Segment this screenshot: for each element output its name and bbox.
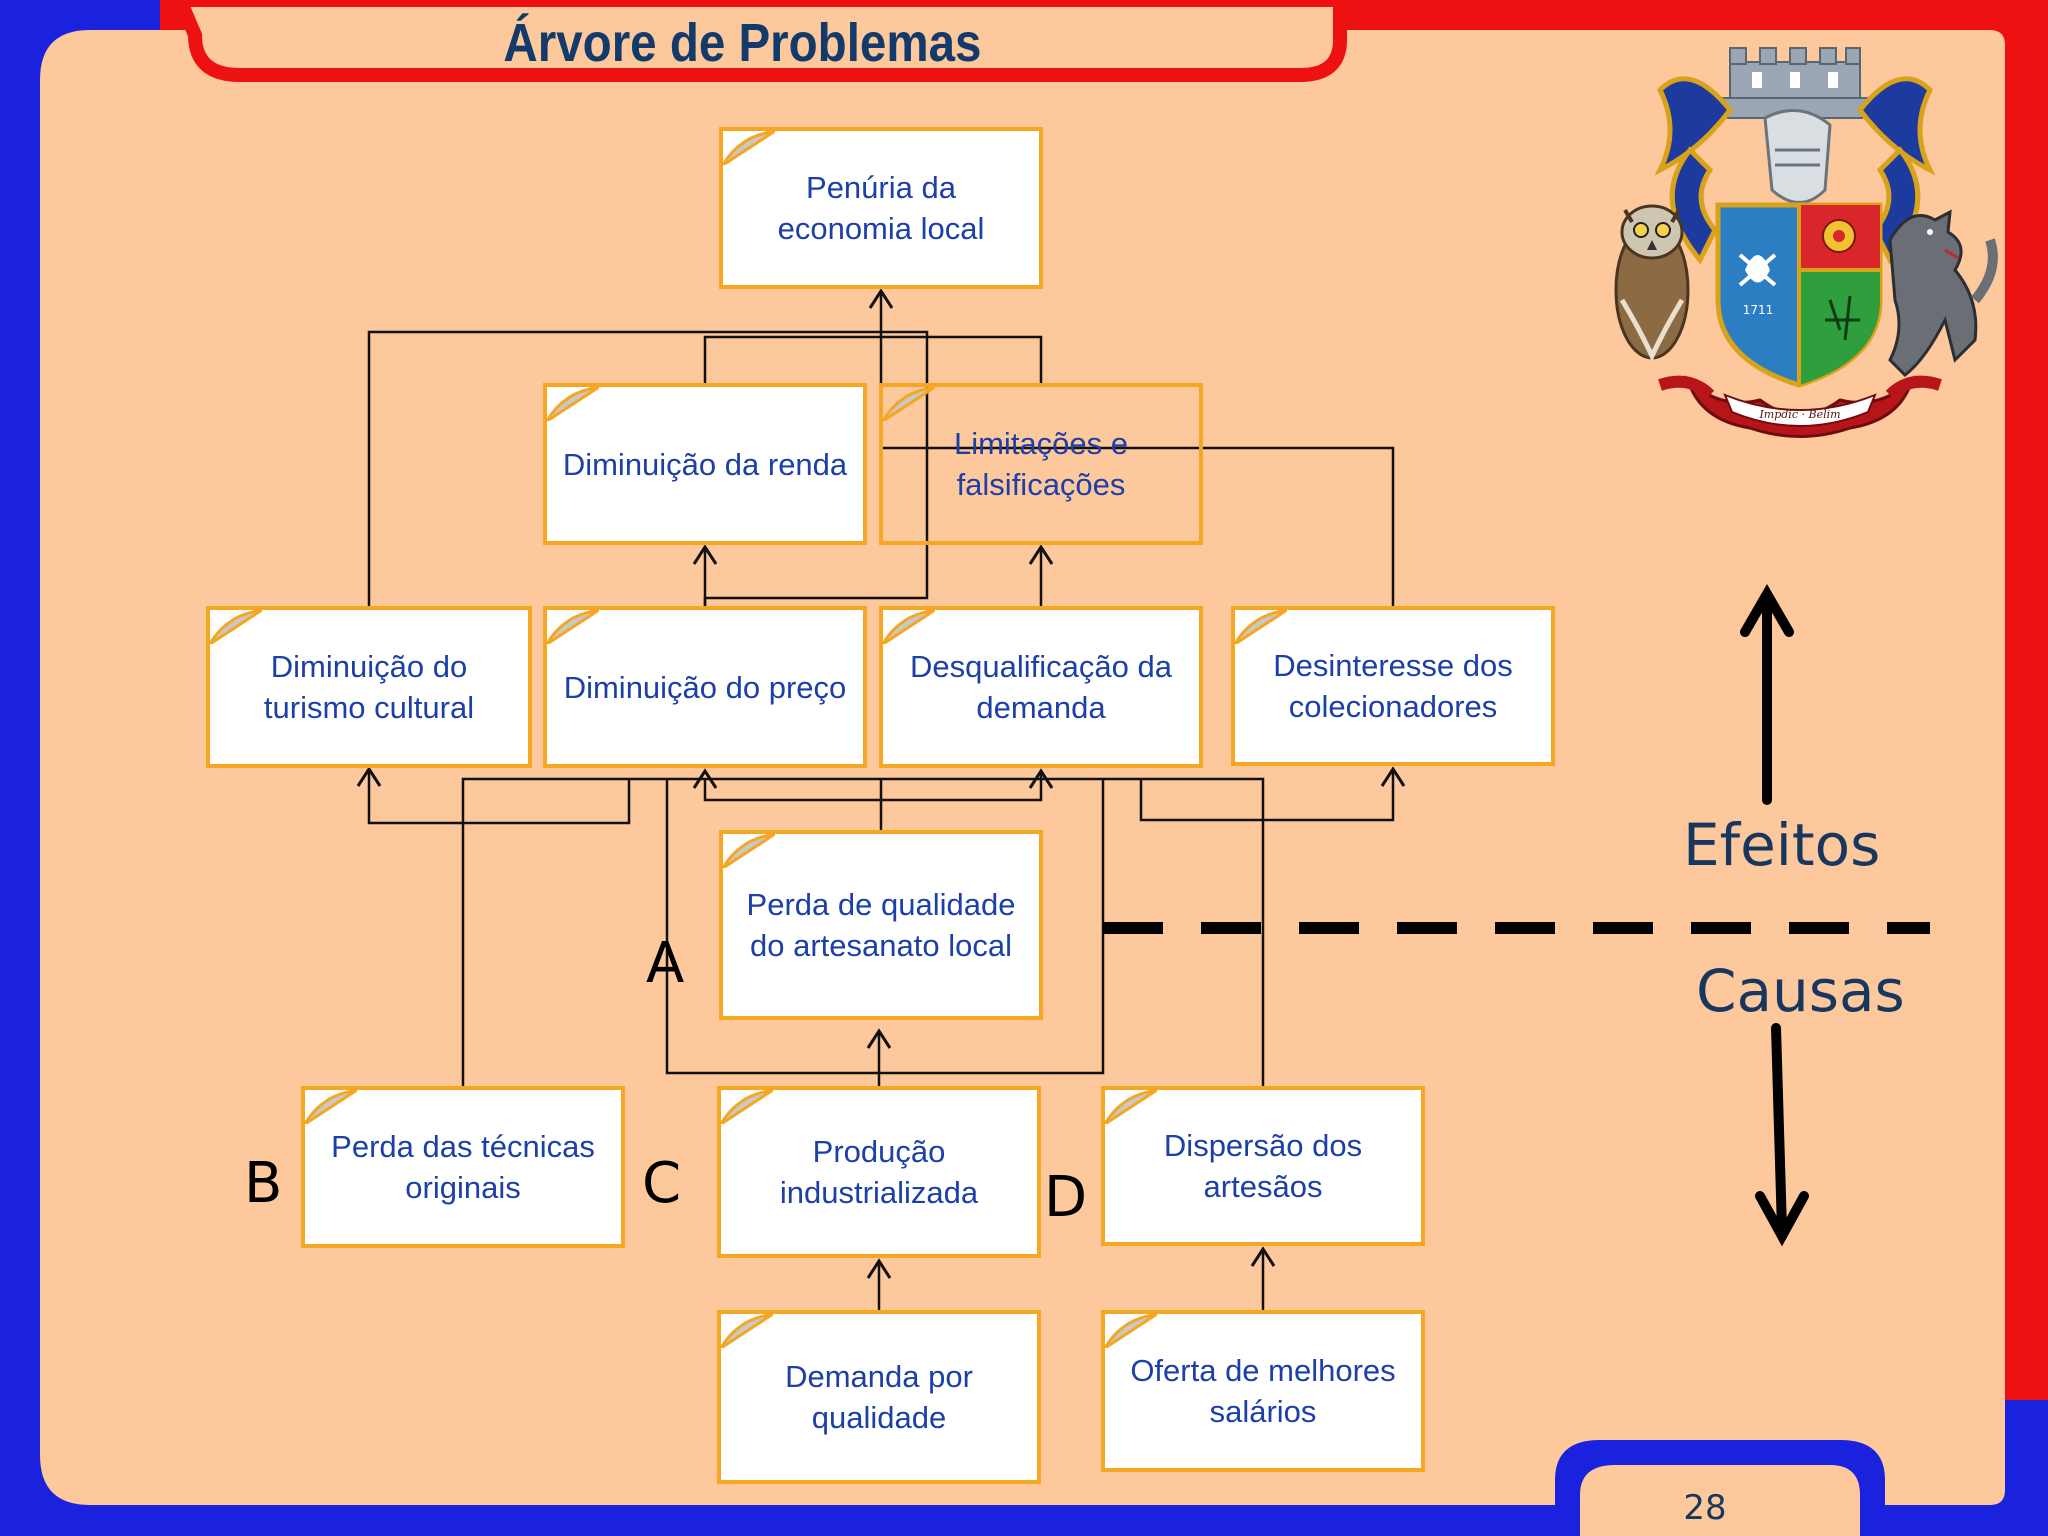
marker-d: D [1044,1165,1088,1230]
page-fold-icon [547,610,599,644]
owl-icon [1614,204,1690,362]
slide-title: Árvore de Problemas [503,13,982,73]
node-oferta-salarios: Oferta de melhores salários [1101,1310,1425,1472]
page-fold-icon [305,1090,357,1124]
marker-a: A [646,931,685,996]
node-producao-industrializada: Produção industrializada [717,1086,1041,1258]
wolf-icon [1888,209,1998,377]
page-fold-icon [1105,1314,1157,1348]
page-fold-icon [723,834,775,868]
node-demanda-qualidade: Demanda por qualidade [717,1310,1041,1484]
effects-label: Efeitos [1683,811,1881,879]
node-diminuicao-renda: Diminuição da renda [543,383,867,545]
page-fold-icon [723,131,775,165]
arrow-down-icon [1755,1023,1809,1247]
node-perda-tecnicas: Perda das técnicas originais [301,1086,625,1248]
node-diminuicao-preco: Diminuição do preço [543,606,867,768]
arrow-up-icon [1740,584,1794,805]
node-dispersao-artesaos: Dispersão dos artesãos [1101,1086,1425,1246]
node-desqualificacao-demanda: Desqualificação da demanda [879,606,1203,768]
emblem-year: 1711 [1743,303,1774,317]
page-fold-icon [883,387,935,421]
causes-label: Causas [1696,957,1905,1025]
node-diminuicao-turismo: Diminuição do turismo cultural [206,606,532,768]
page-fold-icon [1105,1090,1157,1124]
page-fold-icon [883,610,935,644]
page-fold-icon [1235,610,1287,644]
page-fold-icon [721,1090,773,1124]
node-perda-qualidade: Perda de qualidade do artesanato local [719,830,1043,1020]
marker-c: C [642,1151,682,1216]
marker-b: B [244,1151,283,1216]
page-fold-icon [210,610,262,644]
page-number: 28 [1683,1488,1727,1528]
emblem-motto: Impdic · Belim [1758,408,1840,421]
page-fold-icon [547,387,599,421]
node-desinteresse-colecionadores: Desinteresse dos colecionadores [1231,606,1555,766]
node-penuria-economia: Penúria da economia local [719,127,1043,289]
page-fold-icon [721,1314,773,1348]
node-limitacoes-falsificacoes: Limitações e falsificações [879,383,1203,545]
